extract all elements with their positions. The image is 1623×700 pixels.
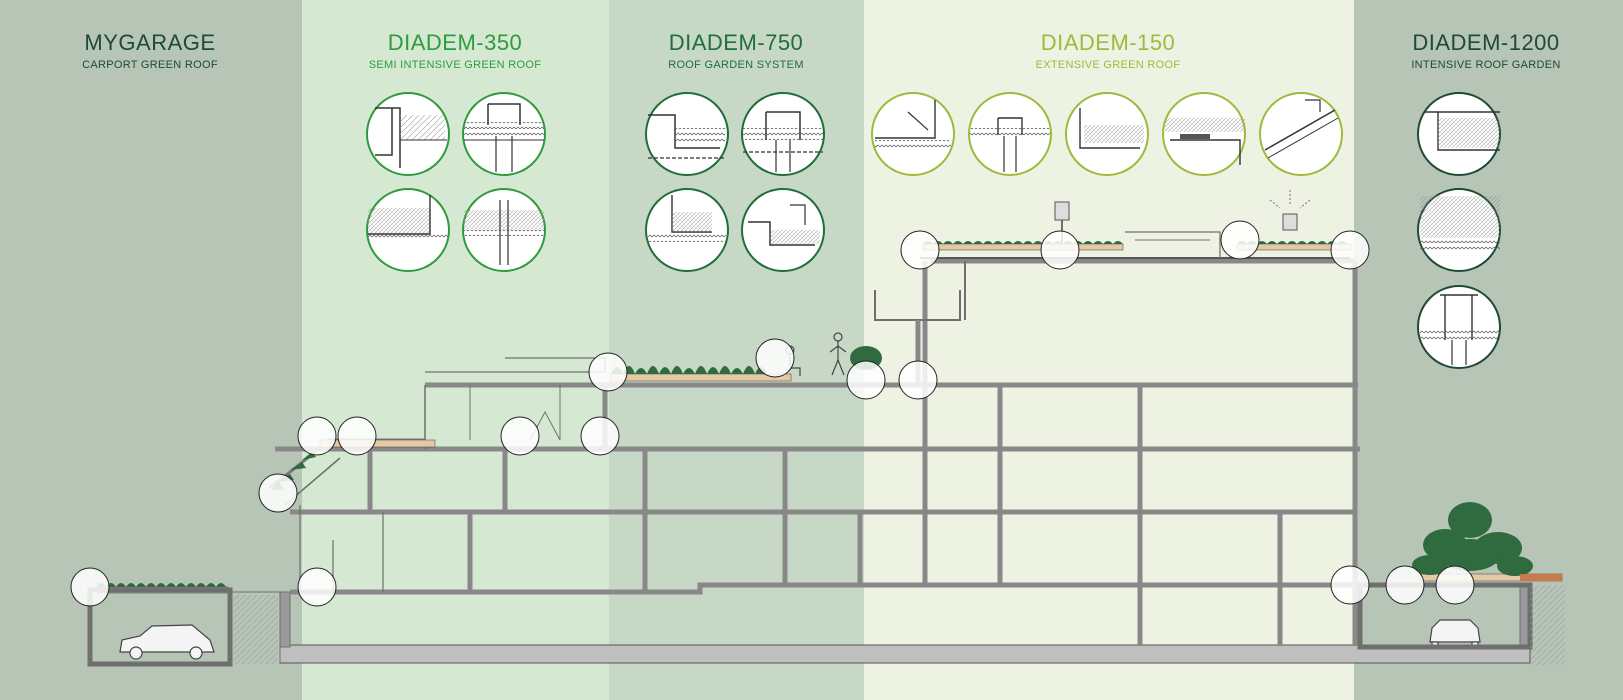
- diadem-1200-subtitle: INTENSIVE ROOF GARDEN: [1411, 59, 1561, 71]
- diadem-150-detail-4: [1162, 92, 1246, 176]
- diadem-150-header: DIADEM-150 EXTENSIVE GREEN ROOF: [1008, 30, 1208, 71]
- diadem-750-detail-1: [645, 92, 729, 176]
- diadem-750-detail-4: [741, 188, 825, 272]
- diadem-1200-header: DIADEM-1200 INTENSIVE ROOF GARDEN: [1386, 30, 1586, 71]
- diadem-150-title: DIADEM-150: [1040, 30, 1176, 55]
- planter-bench: [1520, 574, 1562, 581]
- car-icon: [119, 624, 215, 660]
- diadem-150-detail-2: [968, 92, 1052, 176]
- car-front-icon: [1429, 619, 1481, 648]
- mygarage-header: MYGARAGE CARPORT GREEN ROOF: [60, 30, 240, 71]
- diadem-1200-detail-3: [1417, 285, 1501, 369]
- building-structure: [269, 190, 1531, 664]
- diadem-350-detail-1: [366, 92, 450, 176]
- diadem-750-header: DIADEM-750 ROOF GARDEN SYSTEM: [636, 30, 836, 71]
- diadem-750-title: DIADEM-750: [668, 30, 804, 55]
- carport-garage: [87, 587, 281, 667]
- diadem-150-subtitle: EXTENSIVE GREEN ROOF: [1035, 59, 1181, 71]
- diadem-1200-detail-1: [1417, 92, 1501, 176]
- mygarage-subtitle: CARPORT GREEN ROOF: [82, 59, 218, 71]
- diadem-350-header: DIADEM-350 SEMI INTENSIVE GREEN ROOF: [355, 30, 555, 71]
- diadem-350-detail-3: [366, 188, 450, 272]
- diadem-750-detail-3: [645, 188, 729, 272]
- diadem-1200-title: DIADEM-1200: [1412, 30, 1560, 55]
- diadem-150-detail-1: [871, 92, 955, 176]
- vegetation: [96, 241, 1533, 587]
- diadem-350-title: DIADEM-350: [387, 30, 523, 55]
- diadem-150-detail-3: [1065, 92, 1149, 176]
- diadem-350-detail-2: [462, 92, 546, 176]
- section-callouts: [70, 220, 1475, 607]
- diadem-750-detail-2: [741, 92, 825, 176]
- diadem-150-detail-5: [1259, 92, 1343, 176]
- mygarage-title: MYGARAGE: [84, 30, 216, 55]
- diadem-1200-detail-2: [1417, 188, 1501, 272]
- diadem-350-zone: [302, 0, 609, 700]
- diadem-350-subtitle: SEMI INTENSIVE GREEN ROOF: [368, 59, 542, 71]
- diadem-350-detail-4: [462, 188, 546, 272]
- diadem-750-subtitle: ROOF GARDEN SYSTEM: [668, 59, 804, 71]
- person-icon: [785, 332, 847, 376]
